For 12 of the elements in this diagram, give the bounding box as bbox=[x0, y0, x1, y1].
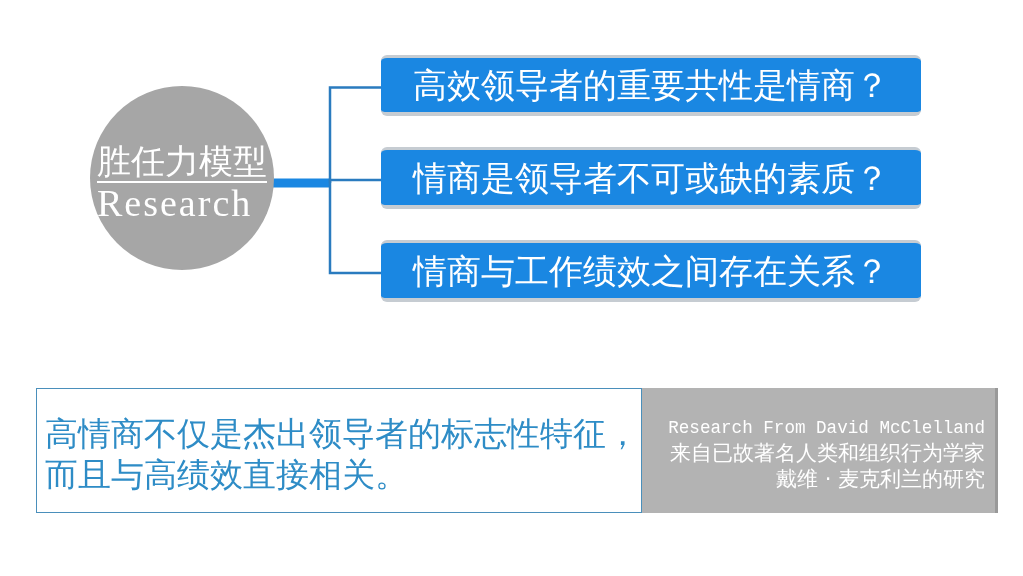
connector-trunk bbox=[272, 178, 330, 188]
summary-box: 高情商不仅是杰出领导者的标志性特征，而且与高绩效直接相关。 bbox=[36, 388, 642, 513]
connector-line bbox=[328, 183, 381, 275]
connector-line bbox=[328, 178, 381, 183]
circle-subtitle: Research bbox=[97, 182, 253, 223]
question-box: 情商与工作绩效之间存在关系？ bbox=[381, 240, 921, 302]
source-panel bbox=[642, 388, 998, 513]
circle-title: 胜任力模型 bbox=[97, 141, 267, 183]
source-text: 来自已故著名人类和组织行为学家戴维 · 麦克利兰的研究 bbox=[669, 439, 985, 492]
question-box: 高效领导者的重要共性是情商？ bbox=[381, 55, 921, 116]
question-box: 情商是领导者不可或缺的素质？ bbox=[381, 147, 921, 209]
source-caption: Research From David McClelland bbox=[668, 416, 985, 440]
